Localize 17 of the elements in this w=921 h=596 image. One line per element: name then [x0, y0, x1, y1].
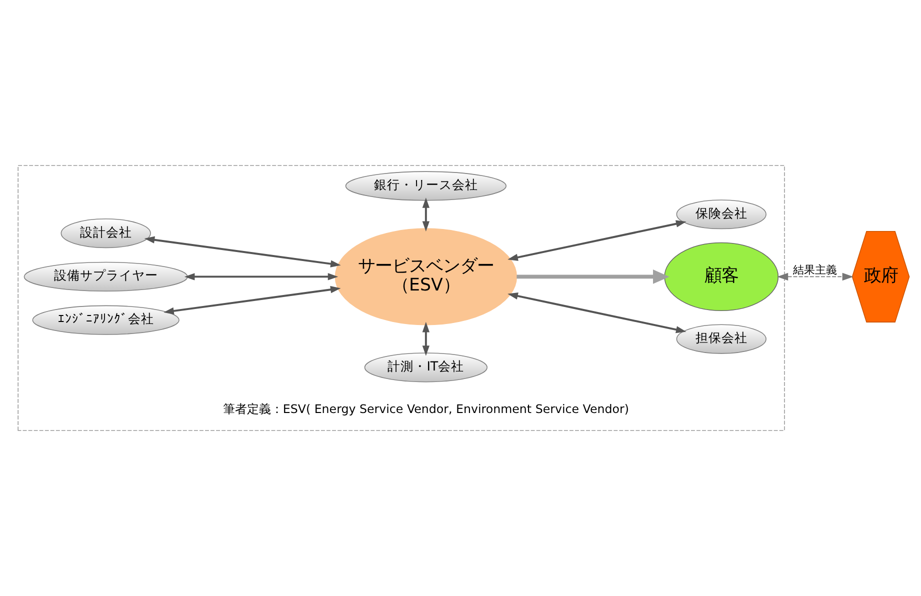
node-ellipse: 設備サプライヤー [24, 262, 188, 292]
arrow [422, 322, 430, 356]
arrow [164, 286, 341, 314]
node-ellipse: 計測・IT会社 [364, 352, 488, 382]
arrow [422, 198, 430, 232]
cluster [18, 165, 785, 431]
node-ellipse: 銀行・リース会社 [345, 171, 507, 201]
arrow [777, 272, 854, 281]
label: 筆者定義：ESV( Energy Service Vendor, Environment Service Vendor) [222, 402, 629, 416]
edge-label: 結果主義 [793, 264, 838, 277]
node-ellipse: 設計会社 [60, 218, 151, 248]
arrow [516, 270, 670, 284]
arrow [184, 273, 338, 280]
arrow [508, 292, 686, 334]
node-ellipse: 顧客 [664, 242, 779, 312]
arrow [144, 236, 341, 268]
arrow [508, 220, 686, 261]
